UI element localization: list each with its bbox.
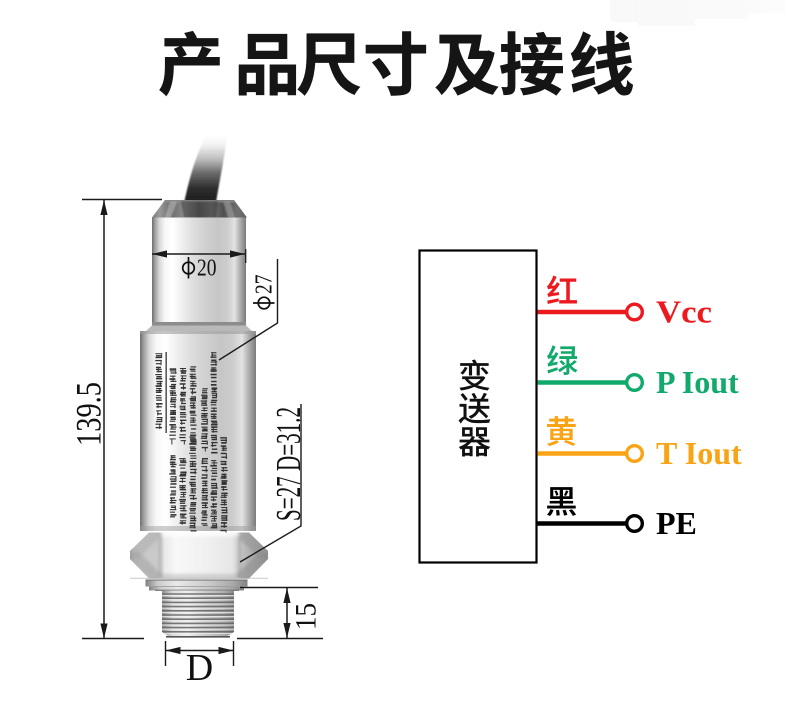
svg-text:P Iout: P Iout [656, 364, 739, 400]
svg-text:S=27 D=31.2: S=27 D=31.2 [269, 407, 308, 521]
svg-text:15: 15 [290, 603, 323, 630]
svg-text:PE: PE [656, 505, 697, 541]
svg-text:Vcc: Vcc [656, 294, 712, 330]
svg-text:T Iout: T Iout [656, 435, 742, 471]
svg-text:139.5: 139.5 [69, 382, 109, 446]
svg-text:20: 20 [197, 256, 217, 282]
svg-text:27: 27 [252, 275, 278, 295]
svg-text:D: D [186, 647, 213, 689]
